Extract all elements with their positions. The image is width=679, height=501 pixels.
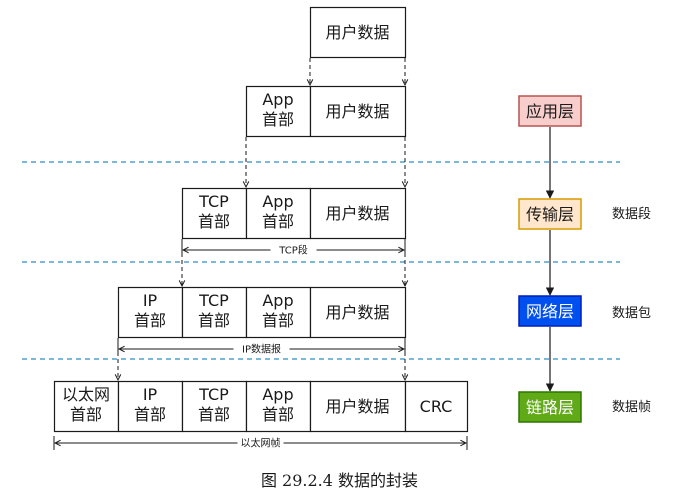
packet-cell-label: 首部 — [70, 405, 102, 424]
layer-label: 链路层 — [526, 398, 574, 417]
packet-cell — [245, 187, 312, 240]
packet-cell-label: 首部 — [134, 311, 166, 330]
span-label: IP数据报 — [242, 343, 281, 356]
packet-cell-label: 首部 — [262, 212, 294, 231]
packet-cell — [404, 380, 469, 433]
packet-cell — [117, 286, 184, 339]
packet-cell-label: App — [262, 90, 293, 109]
layer-box — [518, 198, 582, 230]
packet-cell-label: CRC — [420, 397, 453, 416]
span-label-bg — [270, 244, 317, 256]
encapsulation-connectors — [118, 58, 405, 380]
layer-box — [518, 95, 582, 127]
layer-link: 链路层 — [518, 391, 582, 423]
packet-cell-label: App — [262, 192, 293, 211]
packet-cell — [181, 380, 248, 433]
packet-row-user-data: 用户数据 — [309, 6, 407, 59]
packet-cell-label: TCP — [198, 192, 229, 211]
packet-cell — [245, 286, 312, 339]
packet-cell — [309, 187, 407, 240]
packet-row-tcp: TCP首部App首部用户数据TCP段数据段 — [181, 187, 651, 257]
packet-cell — [181, 187, 248, 240]
packet-cell-label: TCP — [198, 291, 229, 310]
pdu-label-ethernet: 数据帧 — [612, 400, 651, 415]
packet-cell-label: IP — [143, 291, 158, 310]
packet-cell-label: TCP — [198, 385, 229, 404]
packet-cell-label: 首部 — [198, 212, 230, 231]
packet-cell-label: 用户数据 — [325, 303, 389, 322]
packet-cell-label: 用户数据 — [325, 23, 389, 42]
layer-transport: 传输层 — [518, 198, 582, 230]
layer-application: 应用层 — [518, 95, 582, 127]
packet-cell — [53, 380, 120, 433]
packet-cell-label: IP — [143, 385, 158, 404]
packet-cell-label: 以太网 — [62, 385, 110, 404]
packet-cell — [309, 286, 407, 339]
packet-cell — [117, 380, 184, 433]
layer-network: 网络层 — [518, 295, 582, 327]
packet-cell-label: App — [262, 291, 293, 310]
layer-label: 应用层 — [526, 102, 574, 121]
pdu-label-ip: 数据包 — [612, 306, 651, 321]
packet-cell-label: 用户数据 — [325, 102, 389, 121]
span-label: 以太网帧 — [241, 437, 281, 450]
packet-cell-label: 首部 — [262, 405, 294, 424]
layer-box — [518, 391, 582, 423]
layer-separators — [22, 161, 620, 360]
packet-cell — [309, 85, 407, 138]
span-label-bg — [237, 437, 284, 449]
packet-cell-label: 首部 — [198, 311, 230, 330]
packet-cell — [245, 380, 312, 433]
figure-caption: 图 29.2.4 数据的封装 — [261, 471, 418, 490]
packet-cell-label: 首部 — [262, 110, 294, 129]
packet-rows: 用户数据App首部用户数据TCP首部App首部用户数据TCP段数据段IP首部TC… — [53, 6, 651, 450]
packet-cell-label: 用户数据 — [325, 397, 389, 416]
span-label: TCP段 — [278, 244, 308, 257]
layer-label: 网络层 — [526, 302, 574, 321]
packet-cell-label: 首部 — [134, 405, 166, 424]
span-label-bg — [233, 343, 290, 355]
packet-cell-label: 首部 — [198, 405, 230, 424]
packet-cell-label: 用户数据 — [325, 204, 389, 223]
layer-label: 传输层 — [526, 205, 574, 224]
packet-cell-label: App — [262, 385, 293, 404]
packet-row-ip: IP首部TCP首部App首部用户数据IP数据报数据包 — [117, 286, 651, 356]
layer-box — [518, 295, 582, 327]
packet-cell — [309, 6, 407, 59]
packet-cell-label: 首部 — [262, 311, 294, 330]
pdu-label-tcp: 数据段 — [612, 207, 651, 222]
